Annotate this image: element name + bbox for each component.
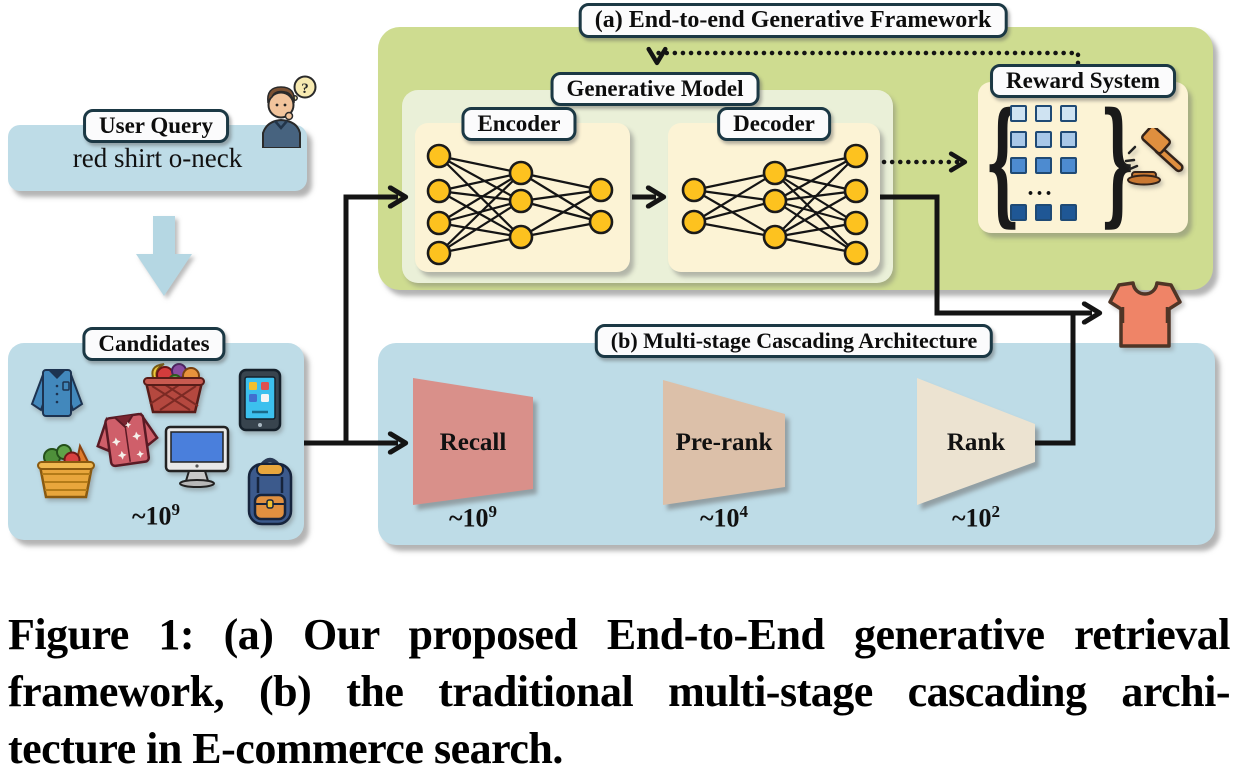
reward-ellipsis: ...	[1027, 175, 1055, 201]
token-square	[1010, 105, 1027, 122]
figure-caption: Figure 1: (a) Our proposed End-to-End ge…	[8, 606, 1231, 777]
down-arrow-icon	[136, 216, 192, 296]
decoder-box	[668, 123, 880, 272]
token-row	[1010, 157, 1077, 174]
candidates-count: ~109	[131, 500, 181, 531]
rank-count: ~102	[951, 502, 1001, 533]
token-square	[1010, 131, 1027, 148]
rank-label: Rank	[946, 429, 1006, 456]
right-brace: }	[1099, 83, 1136, 241]
reward-system-label: Reward System	[990, 64, 1176, 98]
prerank-count: ~104	[699, 502, 749, 533]
monitor-icon	[164, 425, 230, 488]
token-square	[1010, 204, 1027, 221]
candidates-label: Candidates	[82, 327, 226, 361]
token-square	[1010, 157, 1027, 174]
fruit-basket-icon	[143, 363, 205, 414]
smartphone-icon	[238, 368, 282, 432]
token-square	[1060, 105, 1077, 122]
rank-trapezoid	[917, 378, 1035, 505]
prerank-label: Pre-rank	[675, 429, 773, 456]
recall-trapezoid	[413, 378, 533, 505]
caption-line: tecture in E-commerce search.	[8, 724, 563, 773]
backpack-icon	[247, 457, 293, 526]
hawaiian-shirt-icon	[96, 411, 159, 468]
encoder-box	[415, 123, 630, 272]
recall-label: Recall	[439, 429, 507, 456]
svg-text:?: ?	[301, 81, 309, 97]
caption-line: framework, (b) the traditional multi-sta…	[8, 667, 1231, 716]
prerank-trapezoid	[663, 380, 785, 505]
token-square	[1060, 204, 1077, 221]
caption-line: Figure 1: (a) Our proposed End-to-End ge…	[8, 610, 1231, 659]
recall-count: ~109	[448, 502, 498, 533]
token-row	[1010, 131, 1077, 148]
cascade-b-label: (b) Multi-stage Cascading Architecture	[594, 324, 994, 358]
query-text: red shirt o-neck	[72, 143, 243, 173]
token-square	[1035, 157, 1052, 174]
encoder-network	[426, 143, 614, 266]
token-square	[1035, 105, 1052, 122]
user-query-label: User Query	[83, 109, 229, 143]
token-row	[1010, 105, 1077, 122]
thinking-person-icon: ?	[262, 75, 317, 148]
encoder-label: Encoder	[461, 107, 577, 141]
token-square	[1035, 131, 1052, 148]
decoder-network	[681, 143, 869, 266]
token-square	[1035, 204, 1052, 221]
framework-a-label: (a) End-to-end Generative Framework	[578, 3, 1008, 38]
gavel-icon	[1124, 128, 1184, 186]
t-shirt-icon	[1108, 281, 1182, 348]
token-square	[1060, 157, 1077, 174]
dress-shirt-icon	[30, 369, 84, 417]
token-row	[1010, 204, 1077, 221]
token-square	[1060, 131, 1077, 148]
decoder-label: Decoder	[717, 107, 831, 141]
generative-model-label: Generative Model	[550, 72, 760, 106]
vegetable-basket-icon	[37, 442, 95, 499]
